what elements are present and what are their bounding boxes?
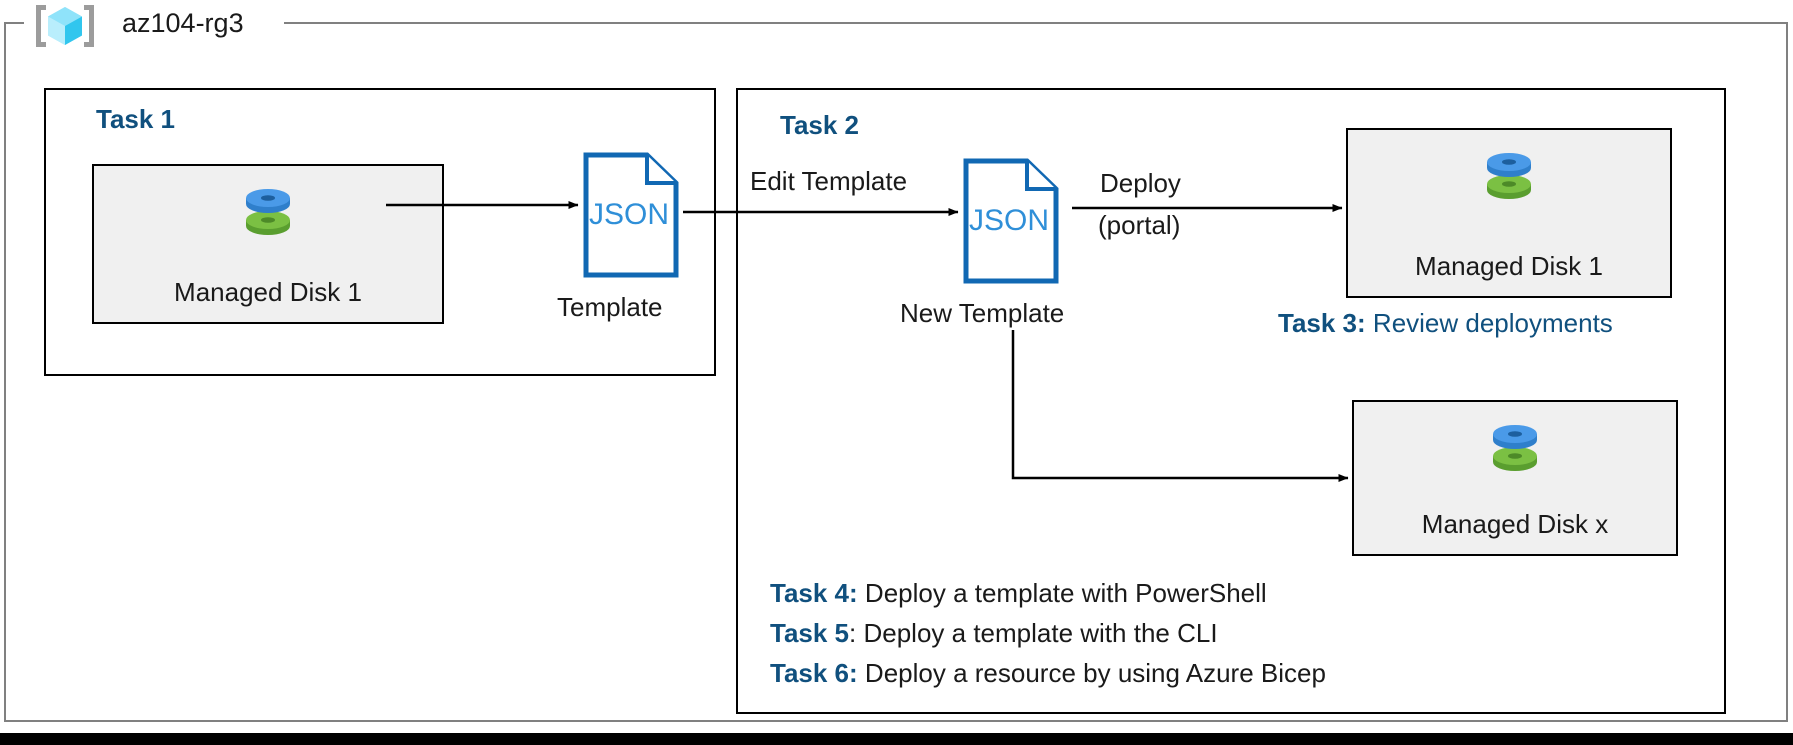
task4-note: Task 4: Deploy a template with PowerShel… bbox=[770, 578, 1267, 609]
new-template-caption: New Template bbox=[900, 298, 1065, 328]
template-caption: Template bbox=[557, 292, 663, 322]
deploy-arrow-label-line1: Deploy bbox=[1100, 168, 1181, 198]
json-template-icon[interactable]: JSON bbox=[583, 152, 679, 278]
resource-group-title: az104-rg3 bbox=[122, 8, 244, 38]
managed-disk-icon bbox=[1493, 425, 1537, 471]
task2-container bbox=[736, 88, 1726, 714]
task3-text: Review deployments bbox=[1365, 308, 1613, 338]
task5-text: Deploy a template with the CLI bbox=[856, 618, 1218, 648]
task5-colon: : bbox=[849, 618, 857, 648]
task4-text: Deploy a template with PowerShell bbox=[857, 578, 1267, 608]
task2-managed-disk-1-box[interactable]: Managed Disk 1 bbox=[1346, 128, 1672, 298]
task1-heading: Task 1 bbox=[96, 104, 176, 134]
task2-heading: Task 2 bbox=[780, 110, 860, 140]
task2-managed-disk-x-label: Managed Disk x bbox=[1421, 509, 1609, 539]
task1-managed-disk-label: Managed Disk 1 bbox=[174, 277, 362, 307]
task3-note: Task 3: Review deployments bbox=[1278, 308, 1613, 339]
task2-managed-disk-1-label: Managed Disk 1 bbox=[1415, 251, 1603, 281]
task5-note: Task 5: Deploy a template with the CLI bbox=[770, 618, 1218, 649]
resource-group-frame bbox=[4, 22, 1788, 722]
task2-managed-disk-x-box[interactable]: Managed Disk x bbox=[1352, 400, 1678, 556]
task4-label: Task 4: bbox=[770, 578, 858, 608]
task6-label: Task 6: bbox=[770, 658, 858, 688]
task1-managed-disk-box[interactable]: Managed Disk 1 bbox=[92, 164, 444, 324]
azure-resource-group-icon bbox=[36, 5, 94, 47]
managed-disk-icon bbox=[1487, 153, 1531, 199]
json-new-template-icon[interactable]: JSON bbox=[963, 158, 1059, 284]
json-label: JSON bbox=[969, 204, 1049, 237]
json-label: JSON bbox=[589, 198, 669, 231]
task3-label: Task 3: bbox=[1278, 308, 1366, 338]
task6-note: Task 6: Deploy a resource by using Azure… bbox=[770, 658, 1326, 689]
task5-label: Task 5 bbox=[770, 618, 850, 648]
edit-template-arrow-label: Edit Template bbox=[750, 166, 908, 196]
deploy-arrow-label-line2: (portal) bbox=[1098, 210, 1181, 240]
managed-disk-icon bbox=[246, 189, 290, 235]
task1-container bbox=[44, 88, 716, 376]
bottom-bar bbox=[0, 733, 1793, 745]
task6-text: Deploy a resource by using Azure Bicep bbox=[857, 658, 1326, 688]
